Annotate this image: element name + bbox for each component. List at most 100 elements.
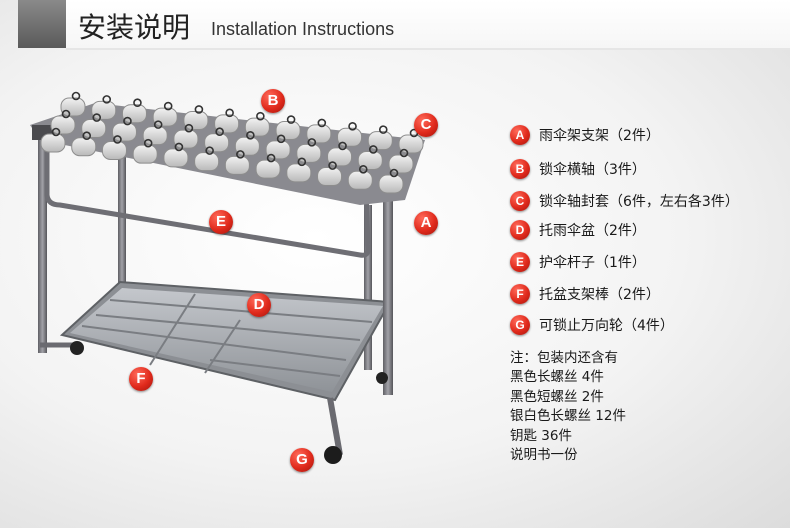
key-ring [153, 120, 163, 129]
wheel-front-left [70, 341, 84, 355]
rear-left-post [118, 140, 126, 345]
wheel-rear-right [376, 372, 388, 384]
legend-badge-e: E [510, 252, 530, 272]
key-ring [389, 168, 399, 178]
key-ring [205, 146, 214, 155]
lock-head [306, 124, 332, 144]
key-ring [102, 95, 112, 104]
lock-head [142, 126, 168, 146]
callout-a: A [414, 211, 438, 235]
key-ring [266, 153, 276, 163]
legend-item-a: A 雨伞架支架（2件） [510, 124, 660, 146]
lock-head [152, 107, 178, 127]
legend-text-g: 可锁止万向轮（4件） [539, 318, 674, 334]
wheel-front-right [324, 446, 342, 464]
key-ring [317, 118, 327, 128]
lock-head [194, 152, 220, 172]
key-ring [378, 125, 388, 134]
key-ring [297, 157, 307, 167]
callout-d: D [247, 293, 271, 317]
legend-item-b: B 锁伞横轴（3件） [510, 158, 646, 180]
page-subtitle: Installation Instructions [211, 19, 395, 39]
tray-dividers [81, 293, 373, 377]
lock-head [81, 119, 107, 139]
legend-text-d: 托雨伞盆（2件） [539, 223, 646, 239]
notes-line: 银白色长螺丝 12件 [510, 408, 626, 425]
key-ring [399, 148, 409, 158]
key-ring [51, 127, 61, 137]
legend-badge-b: B [510, 159, 530, 179]
lock-head [296, 143, 322, 163]
legend-item-e: E 护伞杆子（1件） [510, 251, 646, 273]
lock-head [132, 144, 158, 164]
notes-line: 说明书一份 [510, 446, 578, 463]
lock-head [71, 137, 97, 157]
key-ring [184, 123, 194, 133]
key-ring [133, 98, 142, 108]
callout-c: C [414, 113, 438, 137]
legend-text-e: 护伞杆子（1件） [539, 255, 646, 271]
key-ring [338, 141, 347, 151]
lock-head [50, 115, 76, 135]
legend-text-c: 锁伞轴封套（6件，左右各3件） [539, 194, 739, 210]
lock-head [234, 136, 260, 156]
lock-head [91, 100, 117, 120]
legend-text-f: 托盆支架棒（2件） [539, 287, 660, 303]
lock-head [275, 121, 301, 141]
key-ring [307, 138, 317, 147]
key-ring [194, 105, 204, 114]
legend-badge-d: D [510, 220, 530, 240]
lock-head [265, 140, 291, 160]
lock-head [286, 163, 312, 183]
lock-head [111, 122, 137, 142]
key-ring [236, 150, 245, 159]
key-ring [174, 142, 184, 152]
key-ring [256, 111, 265, 121]
callout-g: G [290, 448, 314, 472]
lock-head [121, 104, 147, 124]
key-ring [143, 138, 153, 148]
header-accent-block [18, 0, 66, 48]
key-ring [348, 121, 357, 131]
page-title: 安装说明 [78, 11, 191, 44]
legend-item-f: F 托盆支架棒（2件） [510, 283, 660, 305]
lock-head [101, 140, 127, 160]
callout-e: E [209, 210, 233, 234]
legend-text-b: 锁伞横轴（3件） [539, 162, 646, 178]
lock-head [317, 167, 343, 187]
notes-line: 黑色长螺丝 4件 [510, 369, 604, 386]
key-ring [225, 108, 234, 118]
callout-f: F [129, 367, 153, 391]
key-ring [276, 134, 286, 144]
key-ring [92, 113, 102, 122]
legend-badge-c: C [510, 191, 530, 211]
front-left-post [38, 138, 47, 353]
legend-badge-f: F [510, 284, 530, 304]
notes-heading: 注：包装内还含有 [510, 350, 618, 366]
guard-rod [44, 150, 371, 258]
key-ring [71, 91, 81, 101]
front-right-post [383, 195, 393, 395]
umbrella-stand-illustration [30, 91, 425, 464]
notes-line: 黑色短螺丝 2件 [510, 388, 604, 405]
header-bar [66, 0, 790, 50]
legend-text-a: 雨伞架支架（2件） [539, 128, 660, 144]
package-notes: 注：包装内还含有 黑色长螺丝 4件 黑色短螺丝 2件 银白色长螺丝 12件 钥匙… [510, 349, 626, 465]
key-ring [328, 161, 337, 170]
legend-item-c: C 锁伞轴封套（6件，左右各3件） [510, 190, 739, 212]
key-ring [246, 130, 255, 140]
key-ring [368, 145, 378, 154]
key-ring [163, 101, 173, 111]
lock-head [255, 159, 281, 179]
key-ring [82, 131, 92, 141]
lock-head [214, 114, 240, 134]
key-ring [286, 115, 296, 124]
rear-right-post [364, 205, 372, 370]
key-ring [61, 109, 71, 119]
lock-head [244, 117, 270, 137]
lock-head [347, 170, 373, 190]
callout-b: B [261, 89, 285, 113]
lock-head [224, 155, 250, 175]
key-ring [215, 127, 224, 137]
key-ring [113, 135, 122, 144]
